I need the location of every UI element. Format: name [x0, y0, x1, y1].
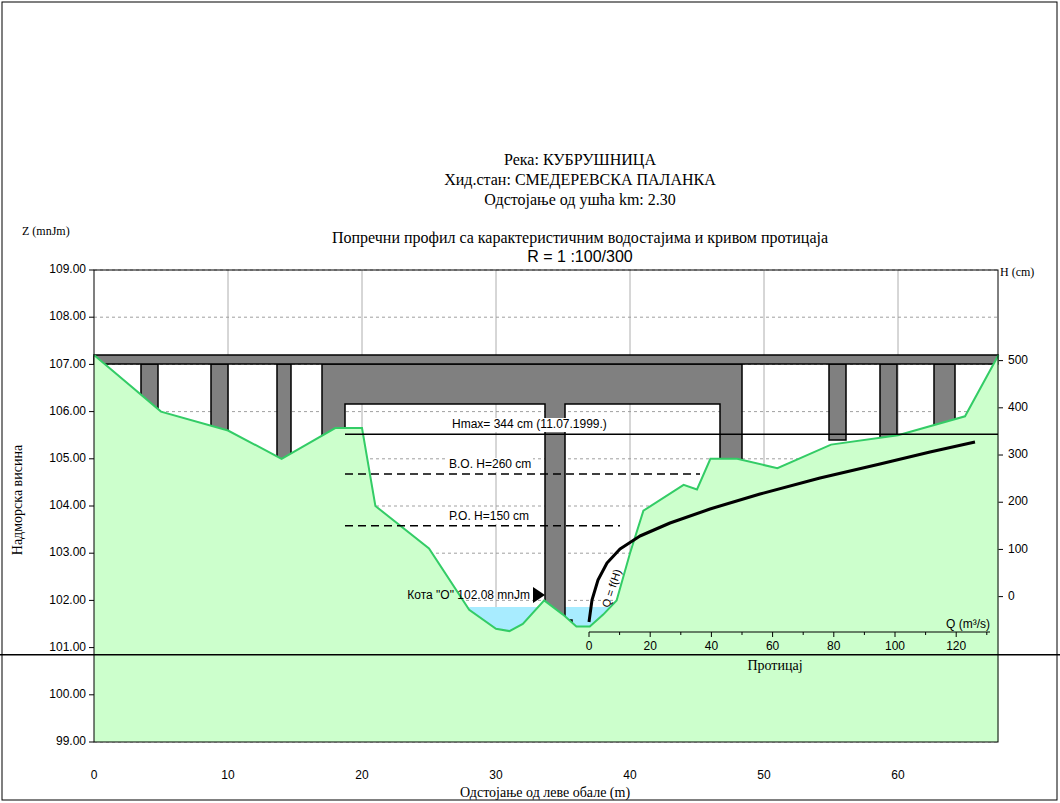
- axis-tick: [89, 411, 94, 412]
- station-title: Река: КУБРУШНИЦА: [504, 151, 656, 169]
- tick-label: 0: [586, 640, 593, 654]
- bridge-deck: [94, 355, 998, 364]
- tick-label: 120: [946, 640, 966, 654]
- tick-label: 104.00: [49, 499, 86, 513]
- tick-label: 100.00: [49, 688, 86, 702]
- grid-line: [94, 317, 998, 318]
- axis-tick: [986, 632, 987, 635]
- axis-tick: [742, 632, 743, 635]
- hmax-line: [345, 434, 998, 436]
- axis-tick: [998, 455, 1003, 456]
- axis-tick: [89, 270, 94, 271]
- tick-label: 200: [1008, 495, 1028, 509]
- axis-tick: [895, 632, 896, 637]
- axis-title: Протицај: [747, 658, 802, 674]
- tick-label: 40: [705, 640, 718, 654]
- tick-label: 60: [891, 769, 904, 783]
- tick-label: 50: [757, 769, 770, 783]
- tick-label: 101.00: [49, 641, 86, 655]
- plot-frame: [94, 270, 998, 742]
- level-label: В.О. H=260 cm: [447, 458, 533, 472]
- axis-title: Z (mnJm): [22, 225, 70, 239]
- tick-label: 0: [91, 769, 98, 783]
- axis-tick: [711, 632, 712, 637]
- tick-label: 109.00: [49, 263, 86, 277]
- scale-label: R = 1 :100/300: [527, 248, 632, 266]
- axis-title: Надморска висина: [10, 445, 26, 555]
- tick-label: 105.00: [49, 452, 86, 466]
- tick-label: 60: [766, 640, 779, 654]
- ground: [94, 355, 999, 742]
- bridge-part: [829, 364, 846, 440]
- bridge-part: [880, 364, 897, 440]
- axis-tick: [619, 632, 620, 635]
- tick-label: 30: [489, 769, 502, 783]
- axis-tick: [998, 407, 1003, 408]
- tick-label: 102.00: [49, 594, 86, 608]
- tick-label: 100: [1008, 543, 1028, 557]
- axis-tick: [864, 632, 865, 635]
- q-axis: [589, 632, 990, 633]
- axis-tick: [89, 600, 94, 601]
- station-title: Хид.стан: СМЕДЕРЕВСКА ПАЛАНКА: [444, 171, 716, 189]
- tick-label: 0: [1008, 590, 1015, 604]
- axis-tick: [89, 317, 94, 318]
- level-line: [345, 473, 700, 475]
- axis-tick: [89, 506, 94, 507]
- axis-tick: [833, 632, 834, 637]
- axis-tick: [589, 632, 590, 637]
- level-label: Р.О. H=150 cm: [447, 510, 531, 524]
- tick-label: 500: [1008, 354, 1028, 368]
- level-line: [345, 525, 620, 527]
- axis-tick: [998, 596, 1003, 597]
- tick-label: 103.00: [49, 546, 86, 560]
- rating-curve: [589, 442, 975, 622]
- tick-label: 20: [644, 640, 657, 654]
- axis-title: Q (m³/s): [946, 618, 990, 632]
- axis-tick: [998, 502, 1003, 503]
- station-title: Одстојање од ушћа km: 2.30: [484, 191, 676, 209]
- zero-marker: [533, 587, 545, 603]
- axis-tick: [772, 632, 773, 637]
- axis-tick: [89, 694, 94, 695]
- axis-tick: [925, 632, 926, 635]
- level-label: Hmax= 344 cm (11.07.1999.): [450, 418, 609, 432]
- tick-label: 108.00: [49, 310, 86, 324]
- axis-title: Одстојање од леве обале (m): [460, 785, 630, 801]
- zero-label: Кота "O" 102.08 mnJm: [407, 589, 530, 603]
- axis-tick: [650, 632, 651, 637]
- tick-label: 40: [623, 769, 636, 783]
- axis-tick: [89, 553, 94, 554]
- tick-label: 20: [355, 769, 368, 783]
- tick-label: 106.00: [49, 405, 86, 419]
- tick-label: 107.00: [49, 358, 86, 372]
- tick-label: 400: [1008, 401, 1028, 415]
- axis-tick: [89, 458, 94, 459]
- axis-tick: [89, 742, 94, 743]
- ground-profile: [94, 355, 999, 631]
- chart-title: Попречни профил са карактеристичним водо…: [332, 229, 828, 247]
- tick-label: 80: [827, 640, 840, 654]
- reference-line: [0, 654, 1060, 656]
- axis-title: H (cm): [1000, 266, 1034, 280]
- axis-tick: [803, 632, 804, 635]
- tick-label: 300: [1008, 448, 1028, 462]
- tick-label: 10: [221, 769, 234, 783]
- axis-tick: [680, 632, 681, 635]
- tick-label: 100: [885, 640, 905, 654]
- axis-tick: [89, 647, 94, 648]
- axis-tick: [956, 632, 957, 637]
- tick-label: 99.00: [56, 735, 86, 749]
- axis-tick: [998, 549, 1003, 550]
